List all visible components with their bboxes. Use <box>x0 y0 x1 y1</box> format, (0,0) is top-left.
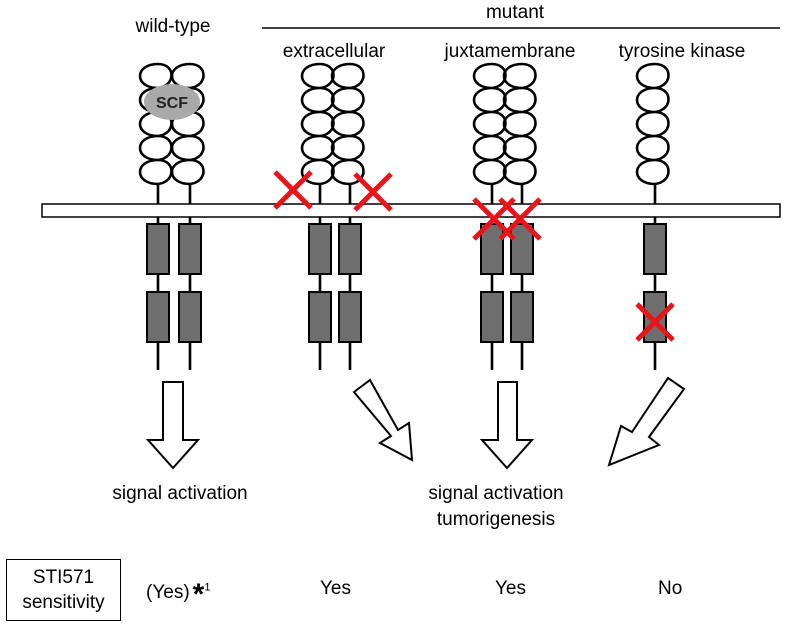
label-tyrosine-kinase: tyrosine kinase <box>619 41 746 62</box>
outcome-mutant-line2: tumorigenesis <box>437 509 555 530</box>
footnote-number: 1 <box>204 581 211 594</box>
label-juxtamembrane: juxtamembrane <box>444 41 576 62</box>
label-mutant: mutant <box>486 2 545 23</box>
sensitivity-wild-type-value: (Yes) <box>146 582 190 603</box>
footnote-asterisk: * <box>192 578 205 611</box>
scf-ligand-label: SCF <box>156 95 188 112</box>
ig-domain-coil-ec-right <box>330 62 365 186</box>
sensitivity-juxtamembrane: Yes <box>495 578 526 599</box>
kinase-domain-2-ec-left <box>308 291 332 343</box>
mutation-x-extracellular-left <box>273 170 313 210</box>
kinase-domain-1-ec-left <box>308 223 332 275</box>
kinase-domain-2-jm-left <box>480 291 504 343</box>
sensitivity-wild-type: (Yes)*1 <box>146 578 210 612</box>
kinase-domain-2-jm-right <box>510 291 534 343</box>
outcome-wild-type: signal activation <box>112 483 247 504</box>
label-wild-type: wild-type <box>135 16 211 37</box>
mutation-x-stroke-b <box>353 172 393 212</box>
sensitivity-extracellular: Yes <box>320 578 351 599</box>
scf-ligand <box>144 84 200 120</box>
sti571-sensitivity-header: STI571 sensitivity <box>6 559 121 621</box>
arrow-extracellular <box>352 378 414 462</box>
ig-domain-coil-wt-left <box>138 62 173 186</box>
mutation-x-stroke-b <box>273 170 313 210</box>
arrow-juxtamembrane <box>479 381 535 470</box>
ig-domain-coil-tk <box>635 62 670 186</box>
kinase-domain-1-tk <box>643 223 667 275</box>
sensitivity-tyrosine-kinase: No <box>658 578 683 599</box>
cell-membrane <box>41 203 781 218</box>
kinase-domain-2-wt-left <box>146 291 170 343</box>
outcome-mutant-line1: signal activation <box>428 483 563 504</box>
ig-domain-coil-jm-right <box>502 62 537 186</box>
sti571-label: STI571 <box>32 567 95 588</box>
kinase-domain-1-wt-left <box>146 223 170 275</box>
ig-domain-coil-ec-left <box>300 62 335 186</box>
label-extracellular: extracellular <box>283 41 386 62</box>
kinase-domain-2-ec-right <box>338 291 362 343</box>
mutation-x-stroke-b <box>635 302 675 342</box>
arrow-tyrosine-kinase <box>607 376 686 467</box>
mutation-x-juxtamembrane-right <box>498 197 542 241</box>
arrow-wild-type <box>145 381 201 470</box>
mutation-x-extracellular-right <box>353 172 393 212</box>
mutation-marks <box>273 170 675 342</box>
mutation-x-stroke-b <box>498 197 542 241</box>
kinase-domain-1-wt-right <box>178 223 202 275</box>
ig-domain-coil-jm-left <box>472 62 507 186</box>
sensitivity-label: sensitivity <box>22 592 105 613</box>
kinase-domain-2-wt-right <box>178 291 202 343</box>
mutation-x-tyrosine-kinase <box>635 302 675 342</box>
kinase-domain-1-ec-right <box>338 223 362 275</box>
ig-domain-coil-wt-right <box>170 62 205 186</box>
